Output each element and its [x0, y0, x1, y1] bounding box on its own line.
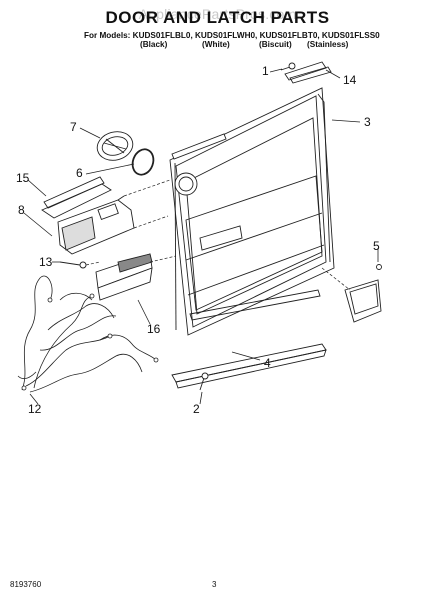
page-number: 3	[212, 580, 217, 589]
door-panel-part	[169, 87, 335, 336]
gasket-ring-part	[131, 148, 155, 176]
top-vent-strip-part	[284, 61, 332, 84]
variant-biscuit: (Biscuit)	[259, 40, 292, 49]
screw-part-2	[199, 372, 209, 391]
callout-14: 14	[343, 73, 357, 87]
side-bracket-part	[344, 264, 382, 323]
leader-lines	[23, 68, 379, 405]
wire-harness-part	[17, 275, 159, 393]
page-title: DOOR AND LATCH PARTS	[105, 8, 330, 27]
latch-assembly-part	[57, 195, 135, 255]
door-trim-strip	[171, 133, 227, 160]
document-number: 8193760	[10, 580, 42, 589]
screw-part-1	[280, 62, 296, 71]
insulation-panel-part	[95, 253, 153, 301]
callout-8: 8	[18, 203, 25, 217]
watermark: AppliancePartsPros.com	[138, 6, 297, 22]
callout-16: 16	[147, 322, 161, 336]
variant-stainless: (Stainless)	[307, 40, 349, 49]
callout-5: 5	[373, 239, 380, 253]
callout-3: 3	[364, 115, 371, 129]
variant-white: (White)	[202, 40, 230, 49]
handle-part	[41, 176, 112, 219]
vent-part	[96, 131, 134, 161]
callout-6: 6	[76, 166, 83, 180]
callout-2: 2	[193, 402, 200, 416]
alignment-lines	[85, 179, 351, 291]
model-list: For Models: KUDS01FLBL0, KUDS01FLWH0, KU…	[84, 31, 380, 40]
screw-part-13	[59, 261, 87, 269]
callout-1: 1	[262, 64, 269, 78]
callout-15: 15	[16, 171, 30, 185]
callout-7: 7	[70, 120, 77, 134]
bottom-rail-part	[171, 289, 327, 389]
callout-12: 12	[28, 402, 42, 416]
callout-4: 4	[264, 356, 271, 370]
variant-black: (Black)	[140, 40, 168, 49]
callout-13: 13	[39, 255, 53, 269]
